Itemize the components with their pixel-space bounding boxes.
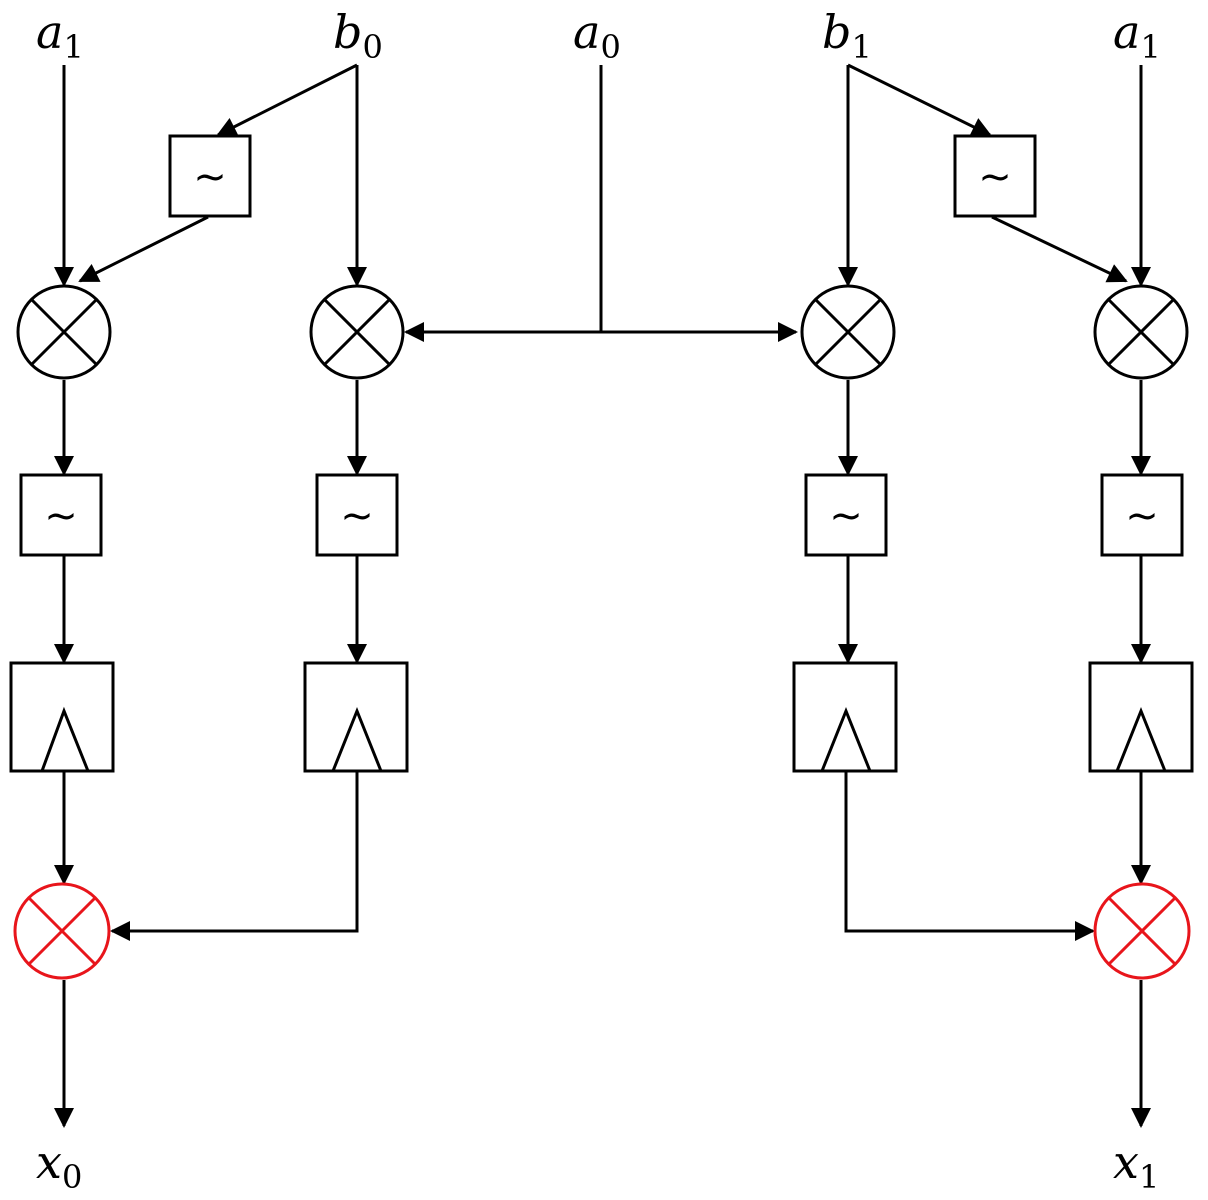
not-block-2: ~ [315,473,399,557]
not-block-1: ~ [19,473,103,557]
output-label-x0: x0 [36,1135,82,1196]
wire-b1-to-not-top-right [847,63,992,137]
input-label-a0: a0 [573,5,621,66]
multiplier-1 [16,284,112,380]
flip-flop-1 [9,661,115,773]
not-symbol: ~ [829,493,863,539]
wire-not-top-right-to-mul4 [991,215,1128,283]
wire-ff3-to-red-mul-right [844,772,1095,941]
wire-not-top-left-to-mul1 [78,215,209,283]
flip-flop-3 [792,661,898,773]
not-block-3: ~ [804,473,888,557]
not-symbol: ~ [44,493,78,539]
wire-b0-to-not-top-left [216,63,358,137]
flip-flop-4 [1088,661,1194,773]
output-label-x1: x1 [1113,1135,1159,1196]
not-symbol: ~ [340,493,374,539]
output-multiplier-left [13,882,111,980]
input-label-a1-right: a1 [1113,5,1161,66]
multiplier-3 [800,284,896,380]
not-block-4: ~ [1100,473,1184,557]
input-label-a1-left: a1 [36,5,84,66]
flip-flop-2 [303,661,409,773]
not-symbol: ~ [193,154,227,200]
wire-ff2-to-red-mul-left [110,772,359,941]
not-block-top-right: ~ [953,134,1037,218]
multiplier-4 [1093,284,1189,380]
input-label-b1: b1 [822,5,872,66]
output-multiplier-right [1093,882,1191,980]
not-symbol: ~ [978,154,1012,200]
multiplier-2 [309,284,405,380]
not-symbol: ~ [1125,493,1159,539]
not-block-top-left: ~ [168,134,252,218]
input-label-b0: b0 [333,5,383,66]
